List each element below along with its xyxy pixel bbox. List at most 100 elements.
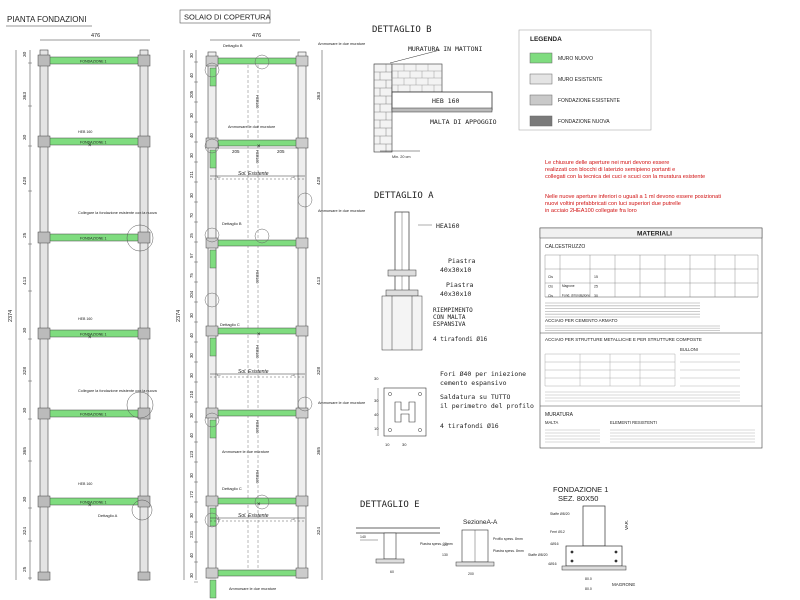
red-note-2-line-2: nuovi voltini prefabbricati con luci sup… [545, 201, 681, 207]
plan-left-beams: FONDAZIONE 1 FONDAZIONE 1 FONDAZIONE 1 FOND… [37, 54, 151, 581]
plan-right-left-dim: 57 [189, 253, 194, 258]
plan-right-detail-c-1: Dettaglio C [220, 322, 240, 327]
fond-label-1: Staffe Ø8/20 [550, 512, 570, 516]
plan-right-title: SOLAIO DI COPERTURA [184, 13, 271, 22]
plan-solaio: SOLAIO DI COPERTURA 476 2374 30402053040… [176, 9, 365, 599]
plan-left-note-1: Collegare la fondazione esistente con la… [78, 211, 158, 215]
legend-swatch [529, 52, 553, 64]
plan-fondazioni: PIANTA FONDAZIONI 476 2374 3036330428254… [6, 15, 158, 581]
plan-right-note-3: Ammorsare le due murature [318, 401, 365, 405]
plan-right-left-dim: 40 [189, 553, 194, 558]
detail-a-pb-1: 10 [385, 442, 390, 447]
sol-esistente-label: Sol. Esistente [238, 171, 269, 177]
fond-label-2: Ferri Ø12 [550, 530, 565, 534]
detail-e-sezione-aa: SezioneA-A [463, 519, 498, 526]
legend-item-label: FONDAZIONE NUOVA [558, 119, 610, 125]
plan-left-beam-label: FONDAZIONE 1 [80, 333, 107, 337]
plan-right-left-dim: 210 [189, 390, 194, 398]
plan-left-dim: 328 [22, 367, 28, 375]
plan-right-left-dim: 40 [189, 433, 194, 438]
legend-swatch [529, 73, 553, 85]
materiali-acciaio-ca: ACCIAIO PER CEMENTO ARMATO [545, 318, 618, 323]
plan-left-beam-label: FONDAZIONE 1 [80, 413, 107, 417]
plan-right-heb-label: HEB160 [255, 470, 259, 483]
plan-right-right-dim: 328 [316, 367, 322, 375]
fondazione-section: FONDAZIONE 1 SEZ. 80X50 Staffe Ø8/20 Fer… [528, 485, 635, 591]
plan-left-dim: 30 [22, 496, 28, 502]
detail-a-hea: HEA160 [436, 222, 460, 230]
plan-right-left-dim: 70 [189, 213, 194, 218]
plan-right-inner-dim-1: 205 [232, 149, 240, 154]
legend-title: LEGENDA [530, 36, 562, 43]
detail-b-muratura: MURATURA IN MATTONI [408, 45, 482, 53]
materiali-table: MATERIALI CALCESTRUZZO ClsClsClsMagroneF… [539, 227, 763, 449]
plan-right-heb-label: HEB160 [255, 270, 259, 283]
detail-a-piastra2: Piastra [446, 281, 473, 289]
fond-dim-2: 80.0 [585, 587, 592, 591]
plan-left-beam-label: FONDAZIONE 1 [80, 237, 107, 241]
legend-item-label: FONDAZIONE ESISTENTE [558, 98, 621, 104]
plan-left-total-dim: 2374 [8, 310, 14, 322]
materiali-title: MATERIALI [637, 231, 672, 238]
detail-e-dim-3: 120 [442, 543, 448, 547]
detail-e-title: DETTAGLIO E [360, 500, 420, 510]
detail-a-sald-1: Saldatura su TUTTO [440, 393, 511, 401]
plan-right-note-4: Ammorsare le due murature [222, 450, 269, 454]
arrow-right-icon: → [290, 516, 296, 522]
fond-magrone: MAGRONE [612, 582, 635, 587]
legend-swatch [529, 94, 553, 106]
red-note-1-line-1: Le chiusure delle aperture nei muri devo… [545, 160, 669, 166]
plan-right-left-dim: 75 [189, 273, 194, 278]
plan-right-left-dim: 30 [189, 193, 194, 198]
detail-a-piastra2-dim: 40x30x10 [440, 290, 471, 298]
plan-right-detail-b-top: Dettaglio B [223, 43, 243, 48]
plan-right-right-dim: 324 [316, 527, 322, 535]
materiali-row-name: Magrone [562, 284, 575, 288]
detail-a-fori-2: cemento espansivo [440, 379, 507, 387]
plan-right-left-dim: 30 [189, 413, 194, 418]
plan-right-right-dim: 365 [316, 447, 322, 455]
arrow-left-icon: ← [216, 174, 222, 180]
steel-marker-icon: × [88, 335, 92, 341]
plan-left-heb-label: HEB 160 [78, 130, 92, 134]
plan-right-left-dim: 30 [189, 113, 194, 118]
plan-right-left-dim: 204 [189, 290, 194, 298]
red-notes: Le chiusure delle aperture nei muri devo… [545, 160, 721, 214]
plan-right-left-dim: 30 [189, 153, 194, 158]
plan-left-dim: 30 [22, 327, 28, 333]
plan-left-detail-a: Dettaglio A [98, 513, 118, 518]
steel-marker-icon: × [257, 502, 261, 508]
plan-left-width-dim: 476 [91, 33, 100, 39]
plan-left-beam-label: FONDAZIONE 1 [80, 141, 107, 145]
plan-right-heb-label: HEB160 [255, 420, 259, 433]
legend-swatch [529, 115, 553, 127]
detail-a-pd-2: 40 [374, 412, 379, 417]
plan-right-right-dim: 413 [316, 277, 322, 285]
plan-right-left-dim: 40 [189, 133, 194, 138]
plan-right-left-dim: 231 [189, 530, 194, 538]
legend-item-label: MURO NUOVO [558, 56, 593, 62]
fond-label-5: 4Ø16 [548, 562, 557, 566]
detail-a-riemp-1: RIEMPIMENTO [433, 307, 473, 314]
plan-right-left-dim: 30 [189, 373, 194, 378]
plan-right-note-top: Ammorsare le due murature [318, 42, 365, 46]
materiali-cls: CALCESTRUZZO [545, 244, 585, 250]
plan-right-left-dim: 30 [189, 513, 194, 518]
steel-marker-icon: × [88, 503, 92, 509]
plan-right-left-dim: 211 [189, 171, 194, 178]
fond-label-4: Staffe Ø8/20 [528, 553, 548, 557]
plan-left-dim: 324 [22, 527, 28, 535]
detail-a-title: DETTAGLIO A [374, 191, 434, 201]
detail-e-label-2: Profilo spess. 8mm [493, 537, 523, 541]
plan-right-heb-label: HEB160 [255, 95, 259, 108]
plan-left-heb-label: HEB 160 [78, 482, 92, 486]
detail-a-tirafondi-1: 4 tirafondi Ø16 [433, 336, 488, 343]
detail-a-piastra1: Piastra [448, 257, 475, 265]
fondazione-sez: SEZ. 80X50 [558, 494, 598, 503]
detail-b-malta: MALTA DI APPOGGIO [430, 118, 497, 126]
steel-marker-icon: × [88, 143, 92, 149]
plan-right-inner-dim-2: 205 [277, 149, 285, 154]
plan-right-left-dim: 30 [189, 53, 194, 58]
plan-right-left-dim: 40 [189, 73, 194, 78]
plan-left-note-2: Collegare la fondazione esistente con la… [78, 389, 158, 393]
